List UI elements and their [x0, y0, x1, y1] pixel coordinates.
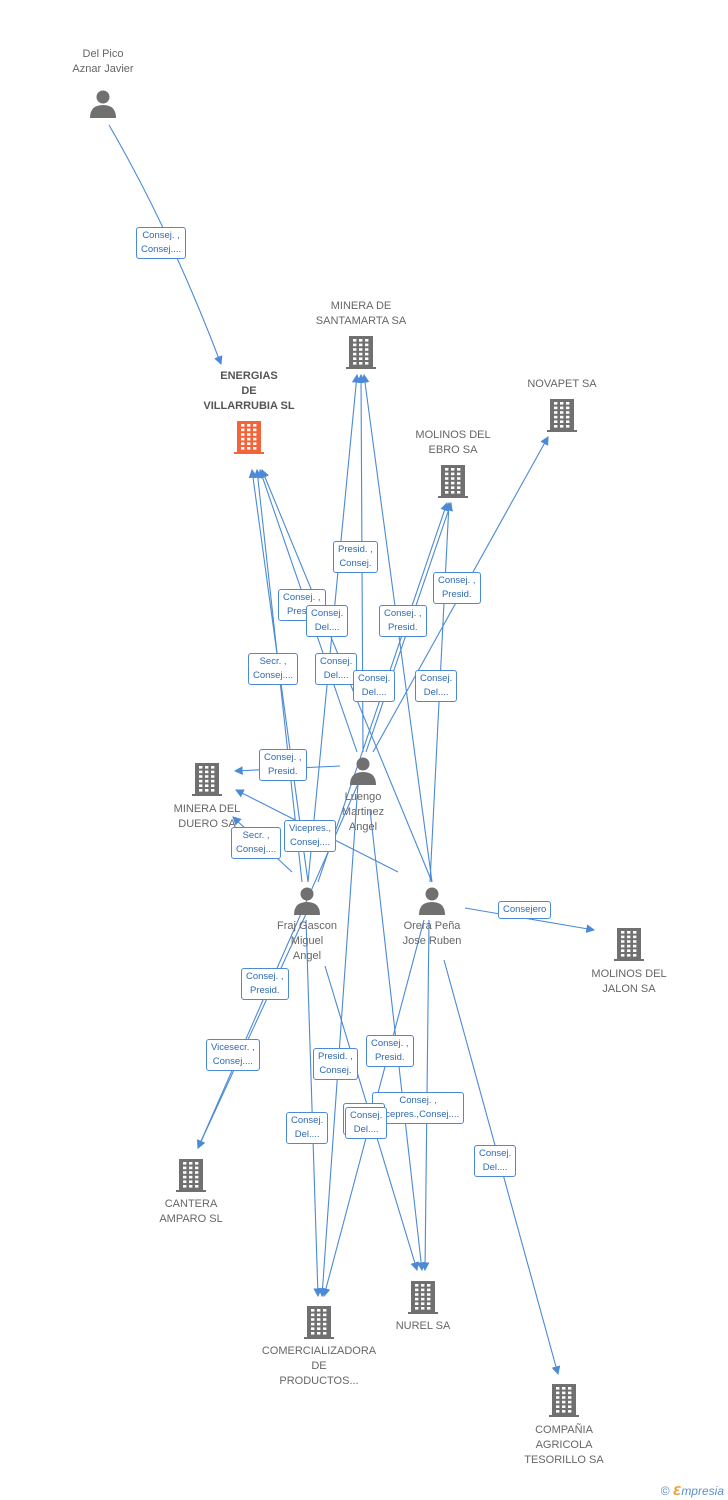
node-label-minera_sm[interactable]: MINERA DE SANTAMARTA SA	[315, 300, 407, 327]
relation-badge[interactable]: Consej. , Presid.	[433, 572, 481, 604]
relation-badge[interactable]: Consej. Del....	[345, 1107, 388, 1139]
company-building-icon-molinos_ebro[interactable]	[437, 463, 469, 504]
node-label-molinos_ebro[interactable]: MOLINOS DEL EBRO SA	[415, 429, 491, 456]
node-label-cantera[interactable]: CANTERA AMPARO SL	[159, 1198, 223, 1225]
empresia-logo-text: mpresia	[681, 1484, 724, 1498]
company-building-icon-minera_duero[interactable]	[191, 761, 223, 802]
relation-badge[interactable]: Vicepres., Consej....	[284, 820, 337, 852]
relation-edge	[318, 783, 359, 1298]
relation-edge	[464, 907, 596, 934]
relation-badge[interactable]: Consej. , Vicepres.,Consej....	[372, 1092, 465, 1124]
company-building-icon-novapet[interactable]	[546, 397, 578, 438]
relation-badge[interactable]: Consej. Del....	[306, 605, 349, 637]
relation-badge[interactable]: Consej. , Presid.	[241, 968, 289, 1000]
relation-badge[interactable]: Consej. Del....	[315, 653, 358, 685]
person-icon-fraj[interactable]	[292, 885, 322, 920]
empresia-logo-letter: ℇ	[672, 1484, 682, 1498]
relation-edge	[305, 919, 323, 1298]
copyright-symbol: ©	[660, 1484, 670, 1498]
node-label-orera[interactable]: Orera Peña Jose Ruben	[402, 920, 462, 947]
node-label-molinos_jalon[interactable]: MOLINOS DEL JALON SA	[591, 968, 667, 995]
relation-edge	[197, 913, 307, 1149]
node-label-delpico[interactable]: Del Pico Aznar Javier	[72, 48, 134, 75]
person-icon-delpico[interactable]	[88, 88, 118, 123]
relation-badge[interactable]: Consej. , Presid.	[379, 605, 427, 637]
company-building-icon-nurel[interactable]	[407, 1279, 439, 1320]
relation-badge[interactable]: Consej. Del....	[415, 670, 458, 702]
person-icon-orera[interactable]	[417, 885, 447, 920]
relation-badge[interactable]: Secr. , Consej....	[231, 827, 282, 859]
node-label-compania[interactable]: COMPAÑIA AGRICOLA TESORILLO SA	[524, 1424, 604, 1466]
node-label-fraj[interactable]: Fraj Gascon Miguel Angel	[277, 920, 337, 962]
node-label-nurel[interactable]: NUREL SA	[395, 1320, 451, 1332]
node-label-energias[interactable]: ENERGIAS DE VILLARRUBIA SL	[203, 370, 295, 412]
node-label-luengo[interactable]: Luengo Martinez Angel	[341, 791, 385, 833]
relation-badge[interactable]: Consej. , Consej....	[136, 227, 187, 259]
person-icon-luengo[interactable]	[348, 755, 378, 790]
relation-badge[interactable]: Consej. , Presid.	[259, 749, 307, 781]
relation-badge[interactable]: Consej. , Presid.	[366, 1035, 414, 1067]
company-building-icon-energias[interactable]	[233, 419, 265, 460]
relation-badge[interactable]: Vicesecr. , Consej....	[206, 1039, 260, 1071]
company-building-icon-cantera[interactable]	[175, 1157, 207, 1198]
brand-footer[interactable]: © ℇmpresia	[661, 1484, 724, 1498]
node-label-comercializadora[interactable]: COMERCIALIZADORA DE PRODUCTOS...	[261, 1345, 377, 1387]
relation-badge[interactable]: Consej. Del....	[286, 1112, 329, 1144]
relation-badge[interactable]: Consej. Del....	[353, 670, 396, 702]
node-label-novapet[interactable]: NOVAPET SA	[527, 378, 597, 390]
relation-badge[interactable]: Presid. , Consej.	[313, 1048, 358, 1080]
relation-badge[interactable]: Consejero	[498, 901, 552, 919]
company-building-icon-compania[interactable]	[548, 1382, 580, 1423]
company-building-icon-minera_sm[interactable]	[345, 334, 377, 375]
company-building-icon-molinos_jalon[interactable]	[613, 926, 645, 967]
relation-badge[interactable]: Presid. , Consej.	[333, 541, 378, 573]
relation-badge[interactable]: Consej. Del....	[474, 1145, 517, 1177]
company-building-icon-comercializadora[interactable]	[303, 1304, 335, 1345]
relation-badge[interactable]: Secr. , Consej....	[248, 653, 299, 685]
